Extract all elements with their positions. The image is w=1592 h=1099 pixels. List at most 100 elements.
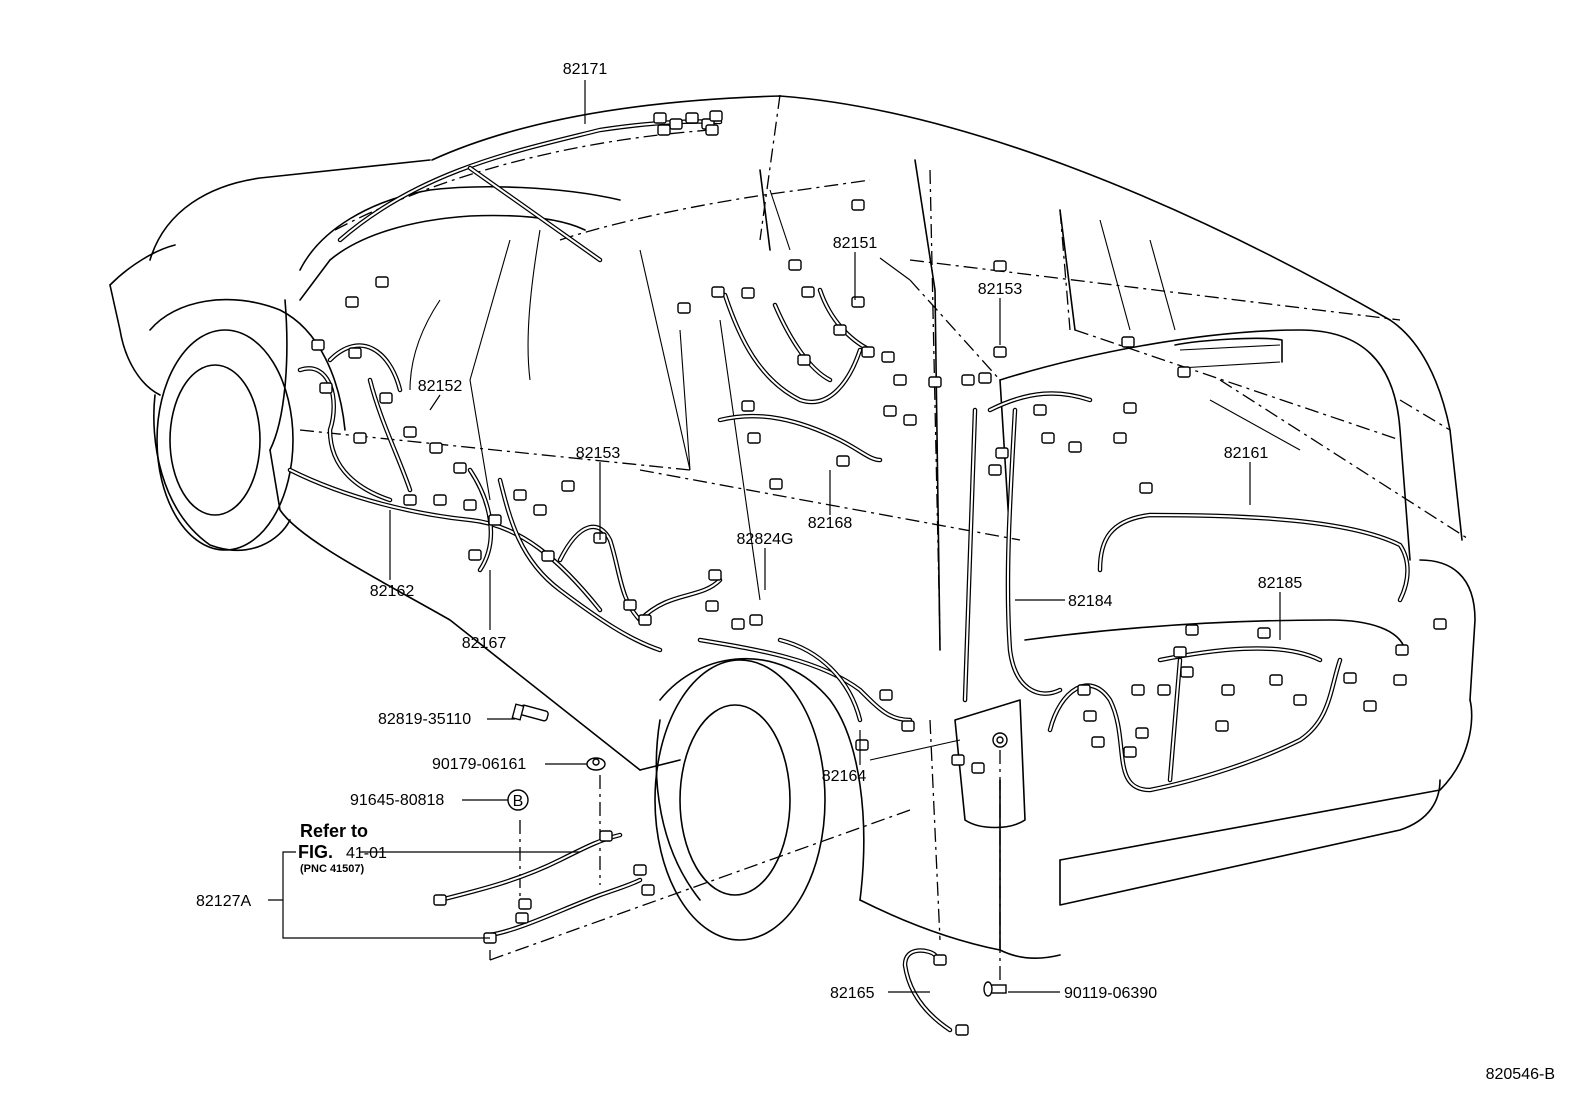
connectors <box>311 110 1447 1036</box>
callout-82184[interactable]: 82184 <box>1068 593 1113 610</box>
harness-connector <box>403 426 417 438</box>
callout-82165[interactable]: 82165 <box>830 985 875 1002</box>
harness-82184[interactable] <box>962 391 1093 703</box>
harness-82164[interactable] <box>697 637 913 723</box>
harness-connector <box>731 618 745 630</box>
harness-connector <box>705 600 719 612</box>
callout-82162[interactable]: 82162 <box>370 583 415 600</box>
harness-connector <box>599 830 613 842</box>
harness-connector <box>1173 646 1187 658</box>
harness-connector <box>1041 432 1055 444</box>
callout-90119-06390[interactable]: 90119-06390 <box>1064 985 1157 1002</box>
harness-connector <box>1185 624 1199 636</box>
figure-id: 820546-B <box>1486 1066 1555 1083</box>
bolt-82819-35110[interactable] <box>511 703 549 722</box>
harness-connector <box>1091 736 1105 748</box>
callout-91645-80818[interactable]: 91645-80818 <box>350 792 444 809</box>
harness-connector <box>433 894 447 906</box>
harness-connector <box>951 754 965 766</box>
harness-connector <box>685 112 699 124</box>
harness-connector <box>861 346 875 358</box>
harness-connector <box>379 392 393 404</box>
harness-connector <box>955 1024 969 1036</box>
callout-82167[interactable]: 82167 <box>462 635 507 652</box>
callout-82185[interactable]: 82185 <box>1258 575 1303 592</box>
harness-connector <box>797 354 811 366</box>
leader-lines <box>268 80 1281 993</box>
harness-82162[interactable] <box>287 467 603 613</box>
harness-connector <box>1257 627 1271 639</box>
callout-82127A[interactable]: 82127A <box>196 893 251 910</box>
harness-connector <box>711 286 725 298</box>
harness-connector <box>747 432 761 444</box>
callout-82152[interactable]: 82152 <box>418 378 463 395</box>
grommet <box>992 732 1008 748</box>
harness-connector <box>1343 672 1357 684</box>
harness-connector <box>518 898 532 910</box>
bolt-90119-06390[interactable] <box>983 981 1007 997</box>
harness-connector <box>1395 644 1409 656</box>
harness-82152[interactable] <box>297 343 413 503</box>
harness-connector <box>1123 402 1137 414</box>
callout-82153-mid[interactable]: 82153 <box>576 445 621 462</box>
harness-connector <box>1221 684 1235 696</box>
harness-connector <box>933 954 947 966</box>
callout-82168[interactable]: 82168 <box>808 515 853 532</box>
harness-connector <box>375 276 389 288</box>
fig-number: 41-01 <box>346 845 387 862</box>
harness-connector <box>1433 618 1447 630</box>
harness-connector <box>1363 700 1377 712</box>
callout-82161[interactable]: 82161 <box>1224 445 1269 462</box>
harness-82151[interactable] <box>722 287 873 405</box>
harness-connector <box>995 447 1009 459</box>
harness-connector <box>468 549 482 561</box>
fig-label: FIG. <box>298 842 333 862</box>
harness-connector <box>1068 441 1082 453</box>
callout-82153-top[interactable]: 82153 <box>978 281 1023 298</box>
clip-badge-letter: B <box>513 793 524 810</box>
harness-connector <box>1177 366 1191 378</box>
harness-connector <box>541 550 555 562</box>
harness-connector <box>348 347 362 359</box>
harness-connector <box>641 884 655 896</box>
harness-82171[interactable] <box>337 119 723 263</box>
harness-connector <box>769 478 783 490</box>
harness-82167[interactable] <box>467 467 663 653</box>
harness-connector <box>311 339 325 351</box>
harness-connector <box>677 302 691 314</box>
harness-connector <box>1269 674 1283 686</box>
harness-connector <box>1393 674 1407 686</box>
callout-82151[interactable]: 82151 <box>833 235 878 252</box>
harness-connector <box>653 112 667 124</box>
harness-connector <box>709 110 723 122</box>
figure-reference[interactable]: Refer to FIG. 41-01 (PNC 41507) <box>298 821 387 875</box>
callout-82171[interactable]: 82171 <box>563 61 608 78</box>
harness-connector <box>1135 727 1149 739</box>
callout-90179-06161[interactable]: 90179-06161 <box>432 756 526 773</box>
vehicle-body-outline <box>109 95 1476 960</box>
callout-82824G[interactable]: 82824G <box>737 531 794 548</box>
harness-connector <box>429 442 443 454</box>
harness-82127A[interactable] <box>437 832 643 938</box>
harness-82168[interactable] <box>717 413 883 463</box>
clip-91645-80818[interactable]: B <box>507 789 529 811</box>
harness-connector <box>453 462 467 474</box>
harness-connector <box>988 464 1002 476</box>
harness-connector <box>669 118 683 130</box>
harness-connector <box>1293 694 1307 706</box>
harness-connector <box>855 739 869 751</box>
harness-82165[interactable] <box>902 948 953 1033</box>
harness-connector <box>928 376 942 388</box>
harness-connector <box>881 351 895 363</box>
harness-82161[interactable] <box>1097 512 1410 603</box>
callout-82164[interactable]: 82164 <box>822 768 867 785</box>
harness-connector <box>1157 684 1171 696</box>
nut-90179-06161[interactable] <box>586 757 606 771</box>
harness-connector <box>851 296 865 308</box>
callout-82819-35110[interactable]: 82819-35110 <box>378 711 471 728</box>
harness-connector <box>741 400 755 412</box>
harness-connector <box>833 324 847 336</box>
harness-connector <box>749 614 763 626</box>
harness-connector <box>971 762 985 774</box>
harness-connector <box>1180 666 1194 678</box>
